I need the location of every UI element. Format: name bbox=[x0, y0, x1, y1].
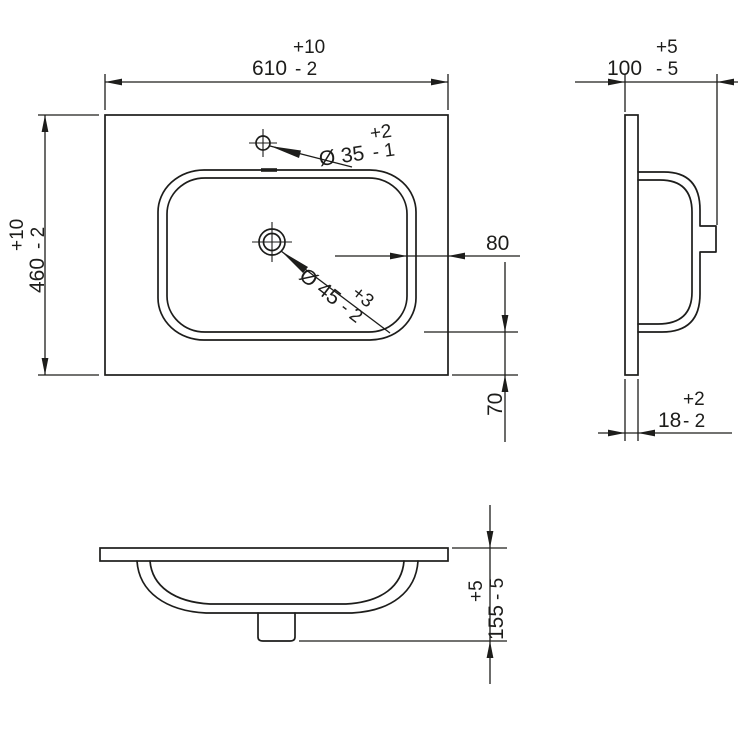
dim-edge-offset-value: 80 bbox=[486, 232, 509, 255]
dim-install-height: 155 +5 - 5 bbox=[299, 505, 508, 684]
leader-arrowhead bbox=[281, 251, 308, 273]
basin-rim-outline bbox=[157, 169, 417, 341]
basin-body-outer bbox=[136, 560, 419, 614]
leader-arrowhead bbox=[270, 146, 301, 158]
dim-width-plus: +10 bbox=[293, 37, 325, 58]
dim-width: 610 +10 - 2 bbox=[104, 37, 449, 110]
dim-arrowhead bbox=[608, 429, 625, 437]
dim-depth: 100 +5 - 5 bbox=[575, 37, 738, 225]
dim-thickness: 18 +2 - 2 bbox=[598, 379, 732, 441]
dim-depth-plus: +5 bbox=[656, 37, 678, 58]
dim-faucet-diameter: Ø 35 +2 - 1 bbox=[269, 121, 396, 171]
dim-thickness-nominal: 18 bbox=[658, 409, 681, 432]
drain-stub-outline bbox=[257, 612, 296, 642]
side-view: 100 +5 - 5 18 +2 - 2 bbox=[575, 37, 738, 441]
dim-thickness-plus: +2 bbox=[683, 389, 705, 410]
basin-body-inner bbox=[149, 560, 405, 605]
dim-height-plus: +10 bbox=[7, 219, 28, 251]
dim-arrowhead bbox=[41, 115, 49, 132]
basin-profile-inner bbox=[637, 179, 693, 325]
dim-arrowhead bbox=[431, 78, 448, 86]
basin-profile-outer bbox=[637, 171, 717, 333]
dim-faucet-plus: +2 bbox=[369, 121, 393, 145]
front-view: 155 +5 - 5 bbox=[99, 505, 508, 684]
dim-install-height-nominal: 155 bbox=[485, 605, 508, 640]
dim-install-height-plus: +5 bbox=[466, 580, 487, 602]
dim-arrowhead bbox=[717, 78, 734, 86]
dim-arrowhead bbox=[638, 429, 655, 437]
basin-inner-outline bbox=[166, 177, 408, 333]
dim-bottom-offset: 70 bbox=[424, 262, 518, 442]
dim-arrowhead bbox=[501, 375, 509, 392]
dim-depth-minus: - 5 bbox=[656, 59, 678, 80]
plan-view: 610 +10 - 2 460 +10 - 2 Ø 35 +2 - 1 bbox=[7, 37, 520, 442]
dim-height-minus: - 2 bbox=[28, 227, 49, 249]
dim-height-nominal: 460 bbox=[26, 258, 49, 293]
back-panel-outline bbox=[624, 114, 639, 376]
dim-width-minus: - 2 bbox=[295, 59, 317, 80]
dim-depth-nominal: 100 bbox=[607, 57, 642, 80]
countertop-outline bbox=[104, 114, 449, 376]
dim-arrowhead bbox=[608, 78, 625, 86]
dim-arrowhead bbox=[486, 641, 494, 658]
dim-arrowhead bbox=[486, 531, 494, 548]
dim-thickness-minus: - 2 bbox=[683, 411, 705, 432]
dim-arrowhead bbox=[501, 315, 509, 332]
countertop-slab-outline bbox=[99, 547, 449, 562]
dim-arrowhead bbox=[390, 252, 407, 260]
dim-width-nominal: 610 bbox=[252, 57, 287, 80]
dim-height: 460 +10 - 2 bbox=[7, 114, 99, 376]
dim-edge-offset: 80 bbox=[335, 232, 520, 260]
dim-arrowhead bbox=[105, 78, 122, 86]
dim-arrowhead bbox=[41, 358, 49, 375]
dim-faucet-minus: - 1 bbox=[371, 140, 396, 164]
dim-arrowhead bbox=[448, 252, 465, 260]
dim-bottom-offset-value: 70 bbox=[484, 393, 507, 416]
dim-install-height-minus: - 5 bbox=[487, 578, 508, 600]
